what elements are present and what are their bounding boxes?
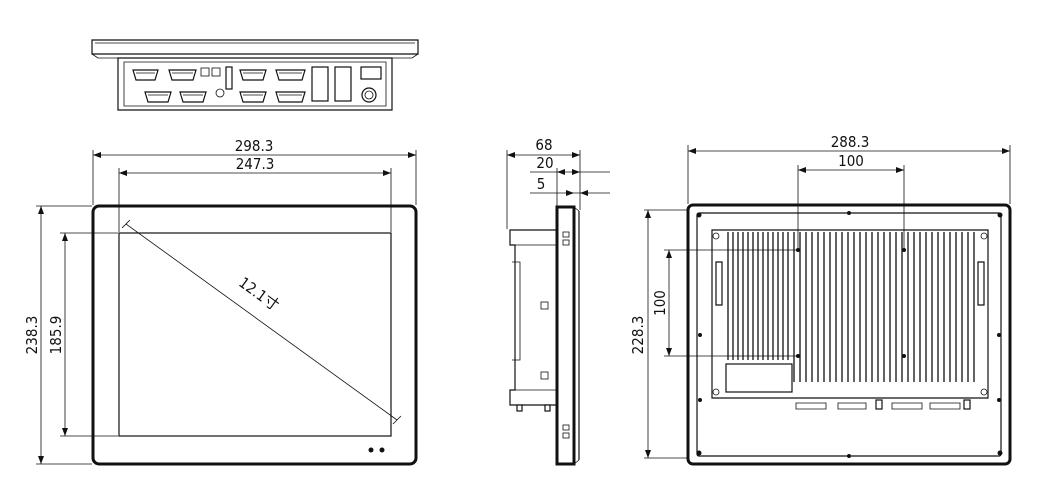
top-view	[91, 39, 419, 111]
db9-port	[168, 69, 197, 81]
rear-outer-width-label: 288.3	[831, 133, 870, 151]
rear-view	[644, 145, 1012, 466]
display-area	[118, 232, 392, 437]
front-view	[36, 150, 418, 466]
front-outer-width-label: 298.3	[235, 137, 274, 155]
side-view	[506, 150, 610, 466]
heatsink-fins	[727, 232, 975, 382]
front-display-width-label: 247.3	[236, 155, 275, 173]
side-depth-total-label: 68	[535, 136, 552, 154]
db9-port	[239, 69, 267, 81]
label-plate	[725, 363, 793, 393]
db9-port	[275, 69, 306, 81]
led-indicator	[368, 447, 374, 453]
db9-port	[275, 91, 306, 103]
front-display-height-label: 185.9	[47, 316, 65, 355]
db9-port	[132, 69, 159, 81]
db9-port	[239, 91, 267, 103]
side-depth-lip-label: 5	[537, 175, 546, 193]
db9-port	[179, 91, 207, 103]
side-depth-bezel-label: 20	[536, 154, 553, 172]
db9-port	[144, 91, 172, 103]
rear-outer-height-label: 228.3	[629, 316, 647, 355]
front-outer-height-label: 238.3	[23, 316, 41, 355]
rear-vesa-width-label: 100	[838, 152, 864, 170]
rear-vesa-height-label: 100	[651, 290, 669, 316]
led-indicator	[379, 447, 385, 453]
